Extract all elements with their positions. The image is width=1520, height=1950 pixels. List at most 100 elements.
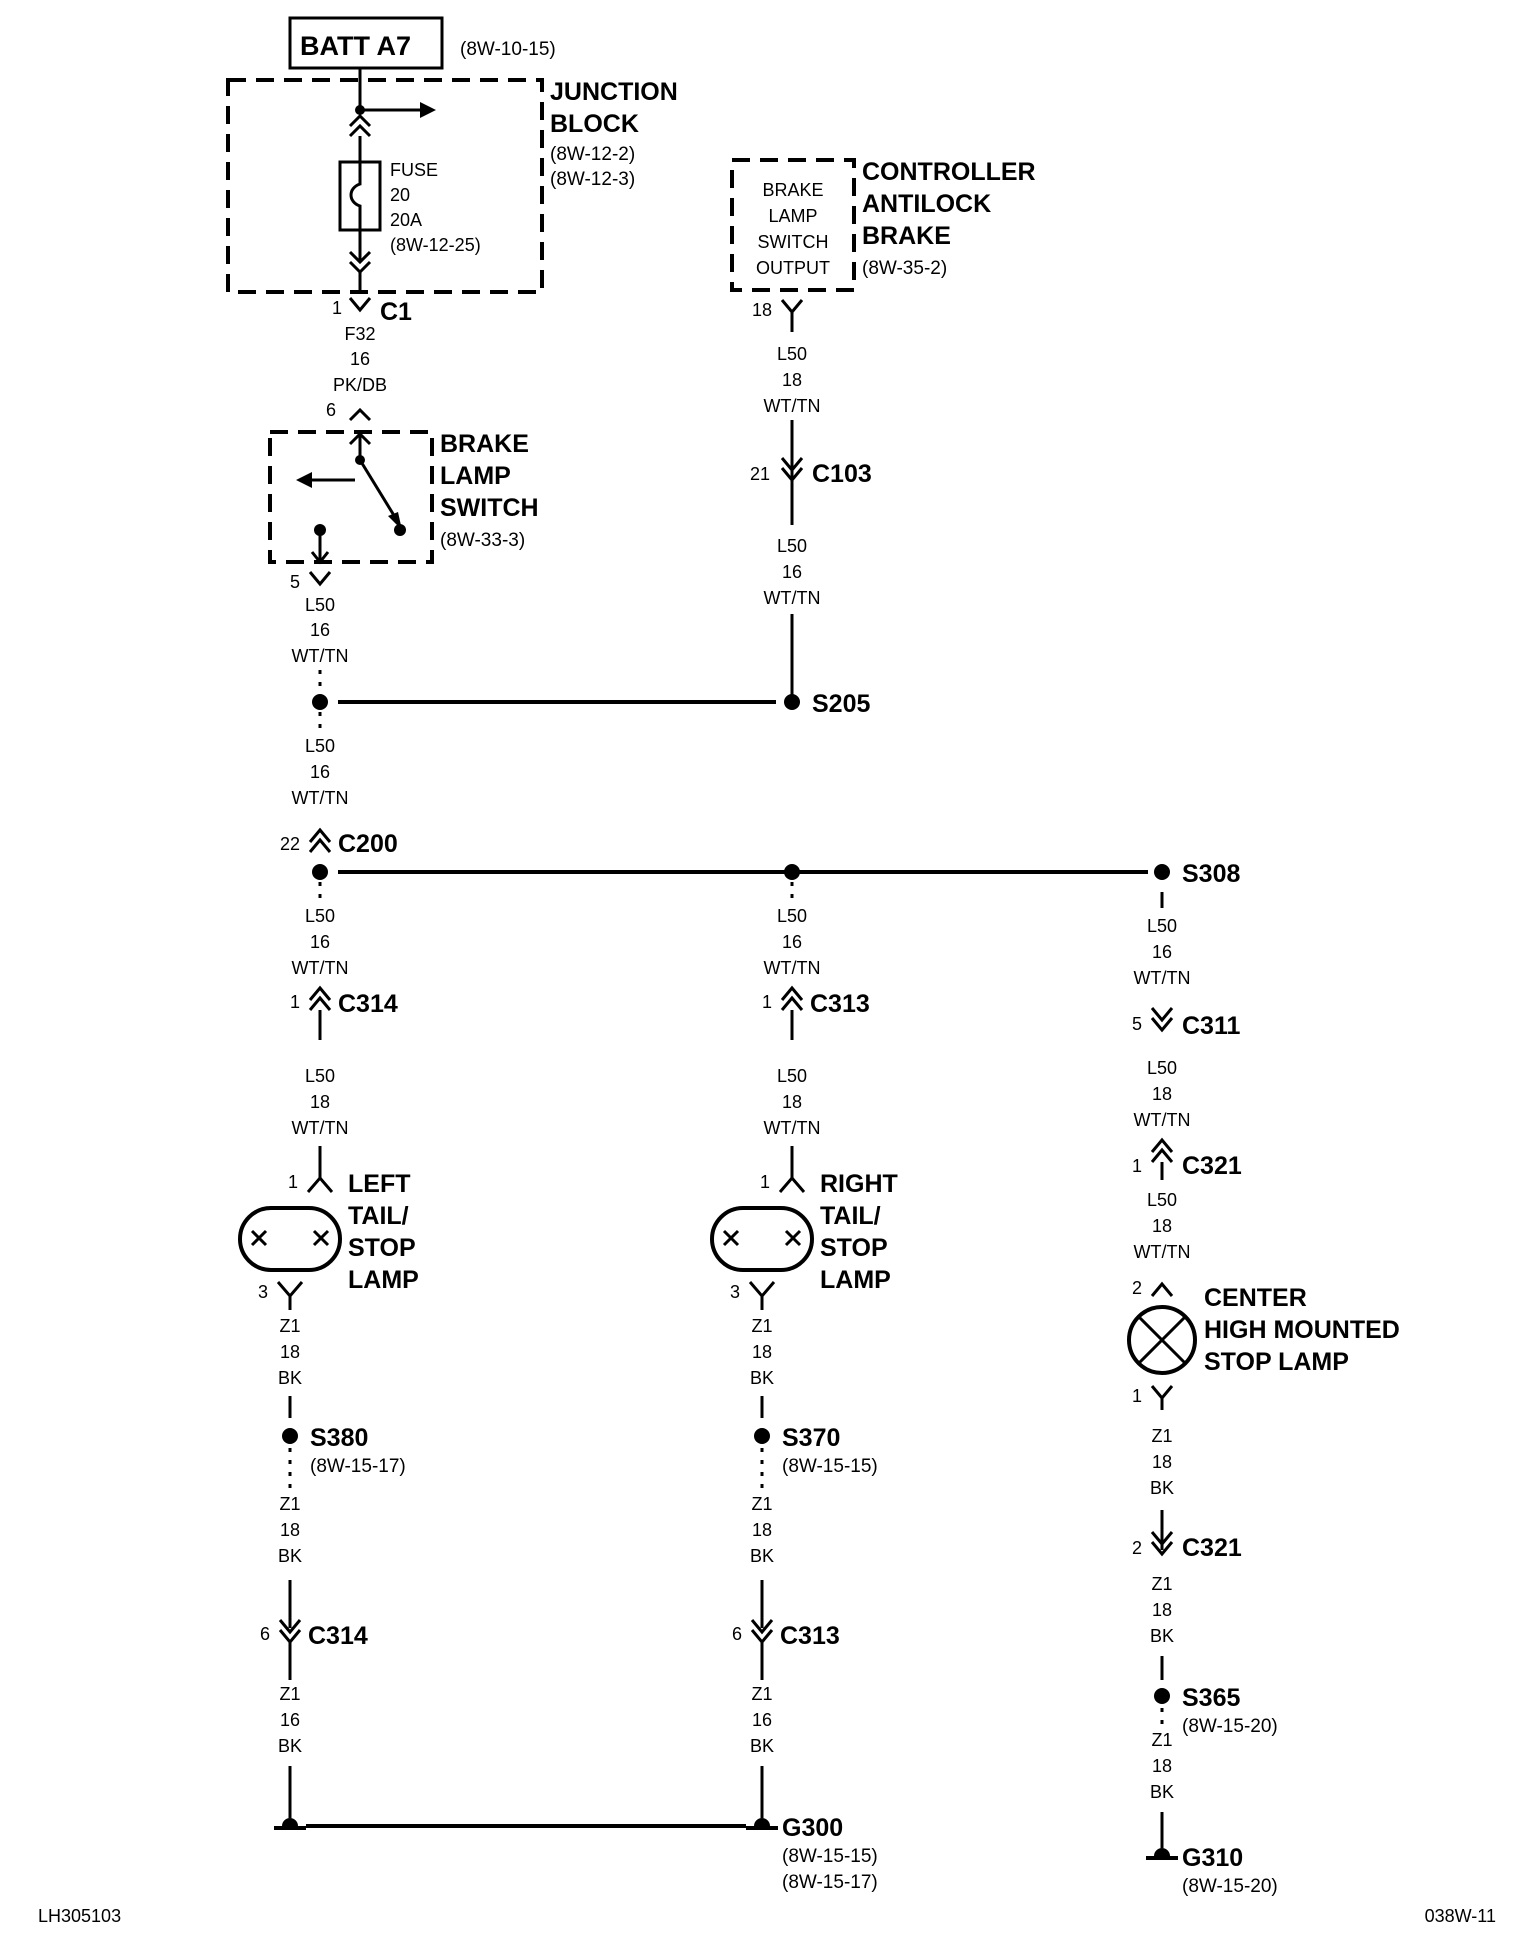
wire-label: BK [278,1736,302,1756]
chmsl-label-2: HIGH MOUNTED [1204,1316,1400,1344]
wire-label: Z1 [279,1316,300,1336]
controller-label-2: ANTILOCK [862,190,991,218]
c314-bot-name: C314 [308,1622,368,1650]
brake-switch-pin-in: 6 [326,400,336,420]
c321-top-pin: 1 [1132,1156,1142,1176]
wire-label: L50 [1147,1190,1177,1210]
wire-label: L50 [305,1066,335,1086]
f32-color: PK/DB [333,375,387,395]
wire-label: 18 [280,1342,300,1362]
c314-top-pin: 1 [290,992,300,1012]
left-lamp-label-2: TAIL/ [348,1202,409,1230]
junction-block: JUNCTION BLOCK (8W-12-2) (8W-12-3) FUSE … [226,68,678,294]
wire-label: WT/TN [292,1118,349,1138]
fuse-label: FUSE [390,160,438,180]
s370-name: S370 [782,1424,840,1452]
right-lamp-label-1: RIGHT [820,1170,898,1198]
wire-label: 18 [752,1342,772,1362]
junction-block-ref-1: (8W-12-2) [550,144,635,165]
wire-label: BK [750,1736,774,1756]
wire-label: 18 [1152,1216,1172,1236]
wire-label: L50 [1147,916,1177,936]
wire-label: 16 [310,762,330,782]
f32-circuit: F32 [344,324,375,344]
wire-label: Z1 [751,1684,772,1704]
junction-block-label-2: BLOCK [550,110,639,138]
controller-box-1: BRAKE [762,180,823,200]
wire-label: BK [278,1368,302,1388]
s380-name: S380 [310,1424,368,1452]
s370-ref: (8W-15-15) [782,1456,878,1477]
wire-label: 18 [752,1520,772,1540]
g300-ref-2: (8W-15-17) [782,1872,878,1893]
chmsl-pin-in: 2 [1132,1278,1142,1298]
wire-label: 16 [310,932,330,952]
c313-top-pin: 1 [762,992,772,1012]
brake-switch-label-2: LAMP [440,462,511,490]
wire-label: WT/TN [292,646,349,666]
c1-connector: 1 C1 F32 16 PK/DB [332,297,412,395]
wire-label: Z1 [751,1494,772,1514]
c1-name: C1 [380,298,412,326]
brake-lamp-switch: 6 BRAKE LAMP SWITCH (8W-33-3) 5 L50 16 W… [268,400,539,666]
wire-label: WT/TN [764,396,821,416]
controller-pin: 18 [752,300,772,320]
footer-left: LH305103 [38,1906,121,1926]
chmsl-label-3: STOP LAMP [1204,1348,1349,1376]
left-lamp-label-4: LAMP [348,1266,419,1294]
left-lamp-pin-in: 1 [288,1172,298,1192]
c313-bot-pin: 6 [732,1624,742,1644]
wire-label: BK [278,1546,302,1566]
s380-ref: (8W-15-17) [310,1456,406,1477]
batt-ref: (8W-10-15) [460,39,556,60]
right-lamp-icon [710,1206,814,1272]
wire-label: 18 [310,1092,330,1112]
c314-top-name: C314 [338,990,398,1018]
brake-switch-label-1: BRAKE [440,430,529,458]
wire-label: WT/TN [1134,1110,1191,1130]
wire-label: 18 [280,1520,300,1540]
wire-label: 18 [1152,1756,1172,1776]
junction-block-label-1: JUNCTION [550,78,678,106]
f32-gauge: 16 [350,349,370,369]
c311-pin: 5 [1132,1014,1142,1034]
c314-bot-pin: 6 [260,1624,270,1644]
wire-label: L50 [777,344,807,364]
c311-name: C311 [1182,1012,1240,1040]
controller-label-3: BRAKE [862,222,951,250]
left-lamp-icon [238,1206,342,1272]
s365-name: S365 [1182,1684,1240,1712]
wire-label: 16 [782,562,802,582]
c321-bot-pin: 2 [1132,1538,1142,1558]
wire-label: 18 [782,1092,802,1112]
bulb-icon [1127,1305,1197,1375]
left-lamp-label-1: LEFT [348,1170,411,1198]
wire-label: 18 [1152,1084,1172,1104]
wire-label: 18 [782,370,802,390]
wire-label: 16 [752,1710,772,1730]
wire-label: L50 [305,595,335,615]
controller-label-1: CONTROLLER [862,158,1036,186]
left-lamp-label-3: STOP [348,1234,416,1262]
c1-pin: 1 [332,298,342,318]
wire-label: WT/TN [292,958,349,978]
brake-switch-label-3: SWITCH [440,494,539,522]
s205-splice: S205 L50 16 WT/TN [292,670,870,808]
footer-right: 038W-11 [1425,1906,1496,1926]
wire-label: BK [1150,1626,1174,1646]
c200-bus: 22 C200 S308 [280,827,1240,888]
wire-label: BK [750,1546,774,1566]
controller-box-4: OUTPUT [756,258,830,278]
s308-label: S308 [1182,860,1240,888]
wire-label: BK [1150,1782,1174,1802]
fuse-ref: (8W-12-25) [390,235,481,255]
wire-label: L50 [777,1066,807,1086]
c103-pin: 21 [750,464,770,484]
right-branch: L50 16 WT/TN 5 C311 L50 18 WT/TN 1 C321 … [1127,892,1400,1897]
fuse-number: 20 [390,185,410,205]
brake-switch-ref: (8W-33-3) [440,530,525,551]
wire-label: WT/TN [292,788,349,808]
wire-label: BK [750,1368,774,1388]
wire-label: L50 [777,536,807,556]
